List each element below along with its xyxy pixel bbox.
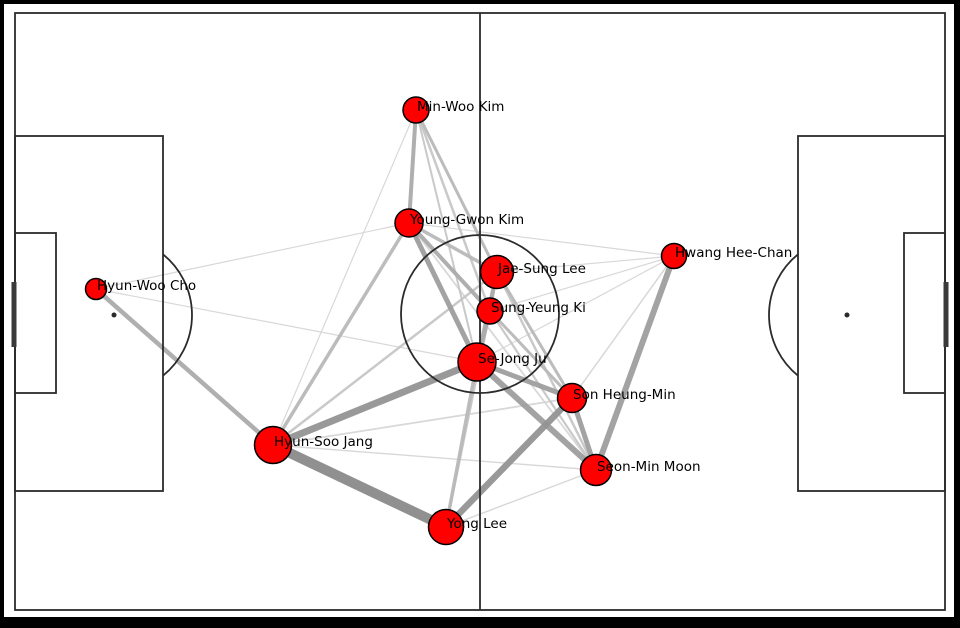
pass-edge — [489, 255, 675, 312]
pass-edge — [476, 255, 675, 363]
player-node — [427, 508, 465, 546]
pass-edge — [414, 109, 492, 312]
player-node — [476, 297, 504, 325]
player-label: Yong Lee — [446, 516, 507, 532]
goal — [11, 282, 17, 347]
pass-edge — [94, 287, 275, 447]
pass-edge — [495, 271, 574, 399]
pass-edge — [445, 469, 597, 528]
center-circle — [400, 234, 560, 394]
pass-edge — [272, 271, 498, 446]
pass-edge — [271, 222, 411, 446]
penalty-spot — [111, 312, 117, 318]
pass-edge — [408, 222, 597, 471]
pass-edge — [414, 109, 499, 273]
penalty-spot — [844, 312, 850, 318]
pass-edge — [406, 221, 480, 364]
penalty-arc — [768, 253, 799, 377]
pass-edge — [407, 221, 492, 313]
player-label: Se-Jong Ju — [478, 351, 547, 367]
player-label: Sung-Yeung Ki — [491, 300, 586, 316]
pass-edge — [272, 109, 417, 446]
player-node — [579, 453, 613, 487]
pass-edge — [571, 255, 675, 399]
player-label: Hyun-Woo Cho — [97, 278, 196, 294]
pass-edge — [407, 109, 418, 224]
player-label: Jae-Sung Lee — [497, 261, 586, 277]
pass-edge — [593, 254, 677, 472]
pass-edge — [488, 309, 574, 400]
pass-edge — [95, 222, 410, 290]
player-node — [479, 254, 515, 290]
goal — [943, 282, 949, 347]
player-node — [457, 342, 497, 382]
player-node — [556, 382, 588, 414]
pass-edge — [272, 444, 597, 471]
player-node — [253, 425, 293, 465]
pass-edge — [95, 288, 478, 363]
pass-edge — [271, 358, 479, 449]
pass-edge — [443, 395, 575, 530]
pass-edge — [489, 310, 597, 471]
pass-edge — [474, 359, 599, 473]
player-label: Min-Woo Kim — [417, 99, 504, 115]
player-node — [394, 208, 424, 238]
pass-edge — [408, 222, 675, 257]
player-label: Son Heung-Min — [573, 387, 676, 403]
player-node — [84, 277, 108, 301]
player-label: Hwang Hee-Chan — [675, 245, 792, 261]
player-node — [660, 242, 688, 270]
player-label: Young-Gwon Kim — [409, 212, 524, 228]
pass-edge — [415, 109, 478, 363]
pass-edge — [444, 361, 479, 528]
player-node — [402, 96, 430, 124]
player-label: Hyun-Soo Jang — [274, 434, 373, 450]
player-label: Seon-Min Moon — [597, 459, 701, 475]
pass-edge — [270, 440, 449, 532]
penalty-arc — [162, 253, 193, 377]
nodes-layer — [84, 96, 688, 546]
pass-edge — [496, 255, 675, 273]
